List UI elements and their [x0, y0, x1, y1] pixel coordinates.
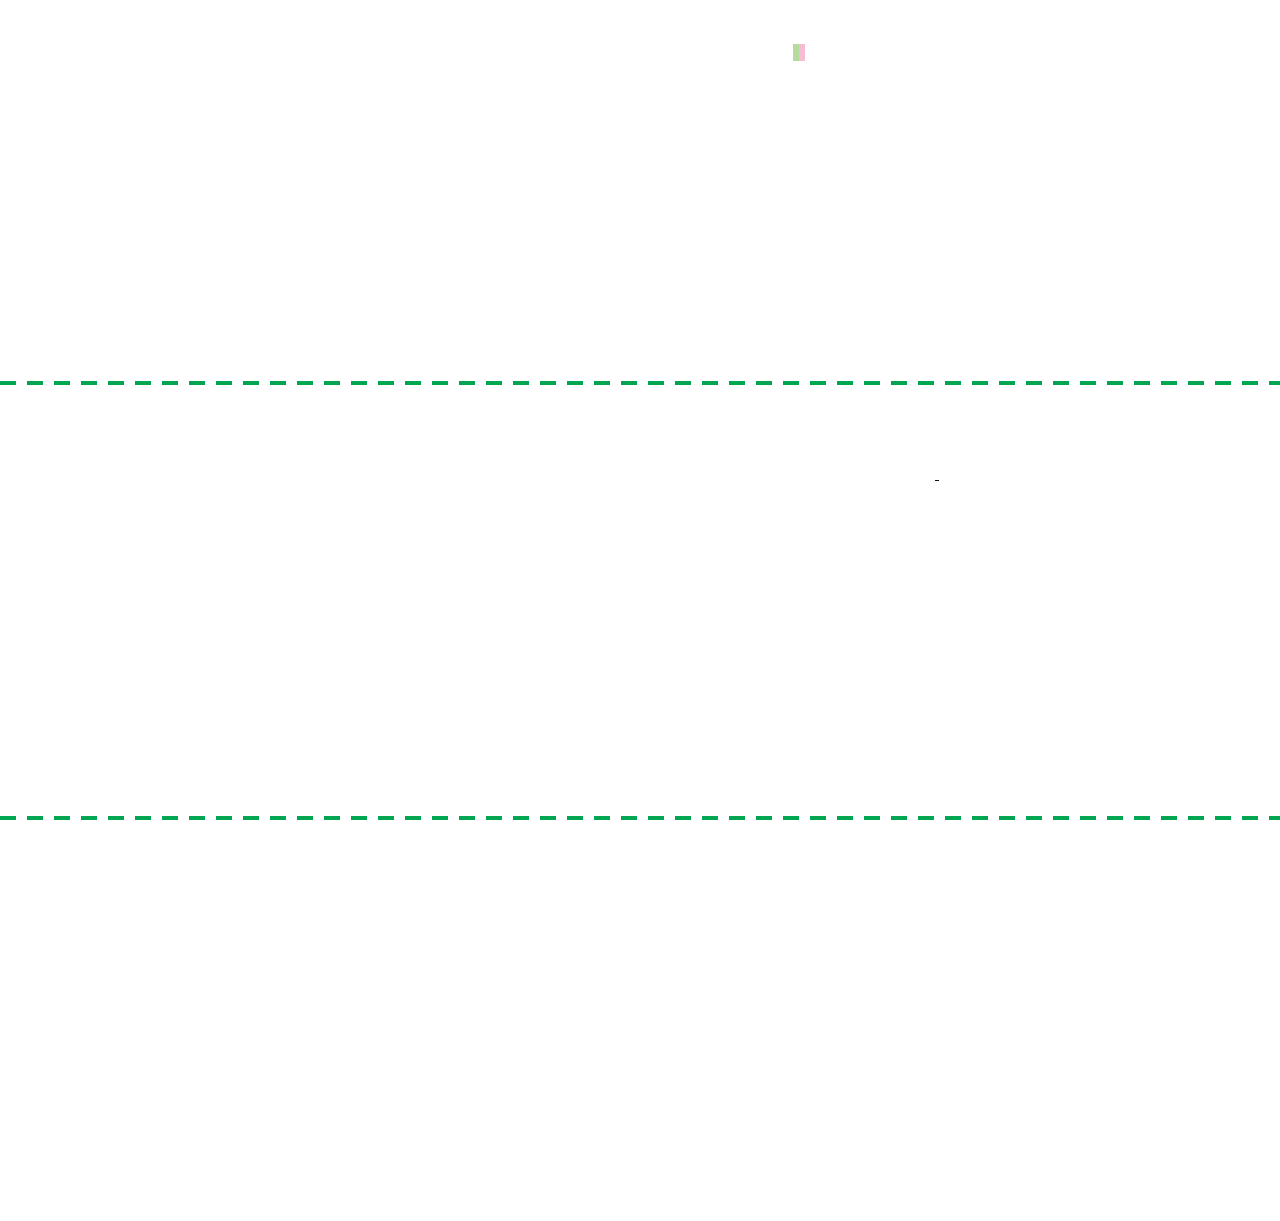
- panel-a-switching-schematic: [415, 2, 687, 362]
- separator-2: [0, 816, 1280, 820]
- znont-cone-schematic: [55, 585, 205, 790]
- field-heatmap: [922, 498, 1274, 712]
- title-pg-highlight: [793, 44, 799, 61]
- tem-image: [125, 845, 500, 1170]
- time-series-spectra-chart: [545, 838, 945, 1200]
- raman-spectra-chart: [688, 12, 1280, 364]
- panel-b-legend-icons: [412, 410, 482, 485]
- separator-1: [0, 381, 1280, 385]
- capillary-cross-section: [272, 530, 592, 792]
- field-frac-num: [935, 480, 940, 481]
- dehydration-mechanism-panel: [945, 838, 1117, 1183]
- title-6aa-highlight: [799, 44, 805, 61]
- zoom-box: [598, 428, 906, 748]
- panel-a-schematic: [25, 8, 360, 378]
- field-fraction: [935, 480, 940, 481]
- field-map-title: [922, 460, 940, 481]
- chart-a-title: [793, 44, 805, 62]
